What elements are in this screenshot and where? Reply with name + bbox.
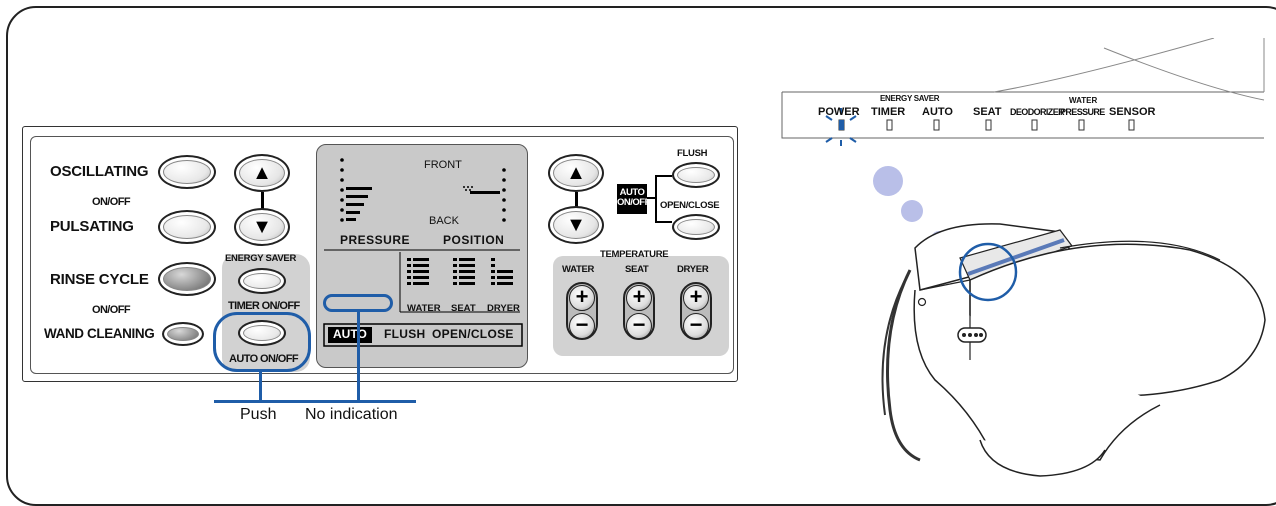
pulsating-button[interactable]	[158, 210, 216, 244]
down-arrow-icon: ▼	[252, 216, 272, 238]
pressure-down-button[interactable]: ▼	[548, 206, 604, 244]
dryer-temp-minus-button[interactable]: −	[683, 313, 709, 339]
open-close-status-label: OPEN/CLOSE	[432, 327, 514, 341]
auto-onoff-label: AUTO ON/OFF	[229, 353, 299, 365]
position-up-button[interactable]: ▲	[234, 154, 290, 192]
up-arrow-icon: ▲	[252, 162, 272, 184]
position-label: POSITION	[443, 233, 505, 247]
pressure-up-button[interactable]: ▲	[548, 154, 604, 192]
temperature-title: TEMPERATURE	[600, 249, 669, 260]
water-level-label: WATER	[407, 303, 441, 314]
dryer-temp-plus-button[interactable]: +	[683, 285, 709, 311]
timer-onoff-label: TIMER ON/OFF	[228, 300, 300, 312]
remote-panel-inner	[30, 136, 734, 374]
rinse-cycle-button[interactable]	[158, 262, 216, 296]
pulsating-label: PULSATING	[50, 218, 134, 235]
auto-status-label: AUTO	[333, 327, 367, 341]
temp-seat-label: SEAT	[625, 264, 649, 275]
auto-box-line1: AUTO	[619, 187, 645, 198]
down-arrow-icon: ▼	[566, 214, 586, 236]
water-temp-minus-button[interactable]: −	[569, 313, 595, 339]
push-callout-line	[259, 372, 262, 402]
seat-temp-plus-button[interactable]: +	[626, 285, 652, 311]
wand-cleaning-label: WAND CLEANING	[44, 326, 155, 341]
energy-saver-strip-label: ENERGY SAVER	[880, 94, 940, 103]
front-label: FRONT	[424, 159, 462, 171]
water-temp-plus-button[interactable]: +	[569, 285, 595, 311]
seat-indicator-label: SEAT	[973, 106, 1002, 118]
no-indication-highlight	[323, 294, 393, 312]
flush-status-label: FLUSH	[384, 327, 426, 341]
lcd-graphics	[323, 158, 523, 347]
no-indication-callout-text: No indication	[305, 406, 398, 423]
open-close-button[interactable]	[672, 214, 720, 240]
wand-cleaning-button[interactable]	[162, 322, 204, 346]
seat-temp-control: + −	[623, 282, 655, 340]
temp-water-label: WATER	[562, 264, 595, 275]
oscillating-onoff-label: ON/OFF	[92, 196, 131, 208]
flush-button[interactable]	[672, 162, 720, 188]
dryer-temp-control: + −	[680, 282, 712, 340]
position-connector	[261, 192, 264, 210]
flush-label: FLUSH	[677, 148, 708, 159]
no-indication-callout-line	[357, 312, 360, 402]
oscillating-label: OSCILLATING	[50, 163, 149, 180]
auto-onoff-highlight	[213, 312, 311, 372]
seat-level-label: SEAT	[451, 303, 476, 314]
timer-indicator-label: TIMER	[871, 106, 906, 118]
sensor-indicator-label: SENSOR	[1109, 106, 1156, 118]
rinse-cycle-label: RINSE CYCLE	[50, 271, 149, 288]
bubble-large	[873, 166, 903, 196]
pressure-indicator-label: PRESSURE	[1060, 107, 1105, 117]
power-indicator-label: POWER	[818, 106, 860, 118]
temp-dryer-label: DRYER	[677, 264, 709, 275]
pressure-label: PRESSURE	[340, 233, 411, 247]
back-label: BACK	[429, 215, 459, 227]
pressure-connector	[575, 192, 578, 208]
auto-bracket	[647, 175, 672, 223]
position-down-button[interactable]: ▼	[234, 208, 290, 246]
toilet-illustration	[881, 223, 1266, 477]
seat-temp-minus-button[interactable]: −	[626, 313, 652, 339]
water-strip-label: WATER	[1069, 96, 1098, 105]
deodorizer-indicator-label: DEODORIZER	[1010, 107, 1065, 117]
auto-onoff-button[interactable]	[238, 320, 286, 346]
oscillating-button[interactable]	[158, 155, 216, 189]
indicator-strip-drawing	[781, 38, 1265, 146]
push-callout-text: Push	[240, 406, 277, 423]
auto-indicator-label: AUTO	[922, 106, 953, 118]
timer-onoff-button[interactable]	[238, 268, 286, 294]
rinse-onoff-label: ON/OFF	[92, 304, 131, 316]
auto-box-line2: ON/OFF	[617, 197, 650, 208]
push-callout-bar	[214, 400, 306, 403]
dryer-level-label: DRYER	[487, 303, 520, 314]
bubble-medium	[901, 200, 923, 222]
water-temp-control: + −	[566, 282, 598, 340]
open-close-label: OPEN/CLOSE	[660, 200, 720, 211]
up-arrow-icon: ▲	[566, 162, 586, 184]
no-indication-callout-bar	[296, 400, 416, 403]
energy-saver-title: ENERGY SAVER	[225, 253, 297, 264]
